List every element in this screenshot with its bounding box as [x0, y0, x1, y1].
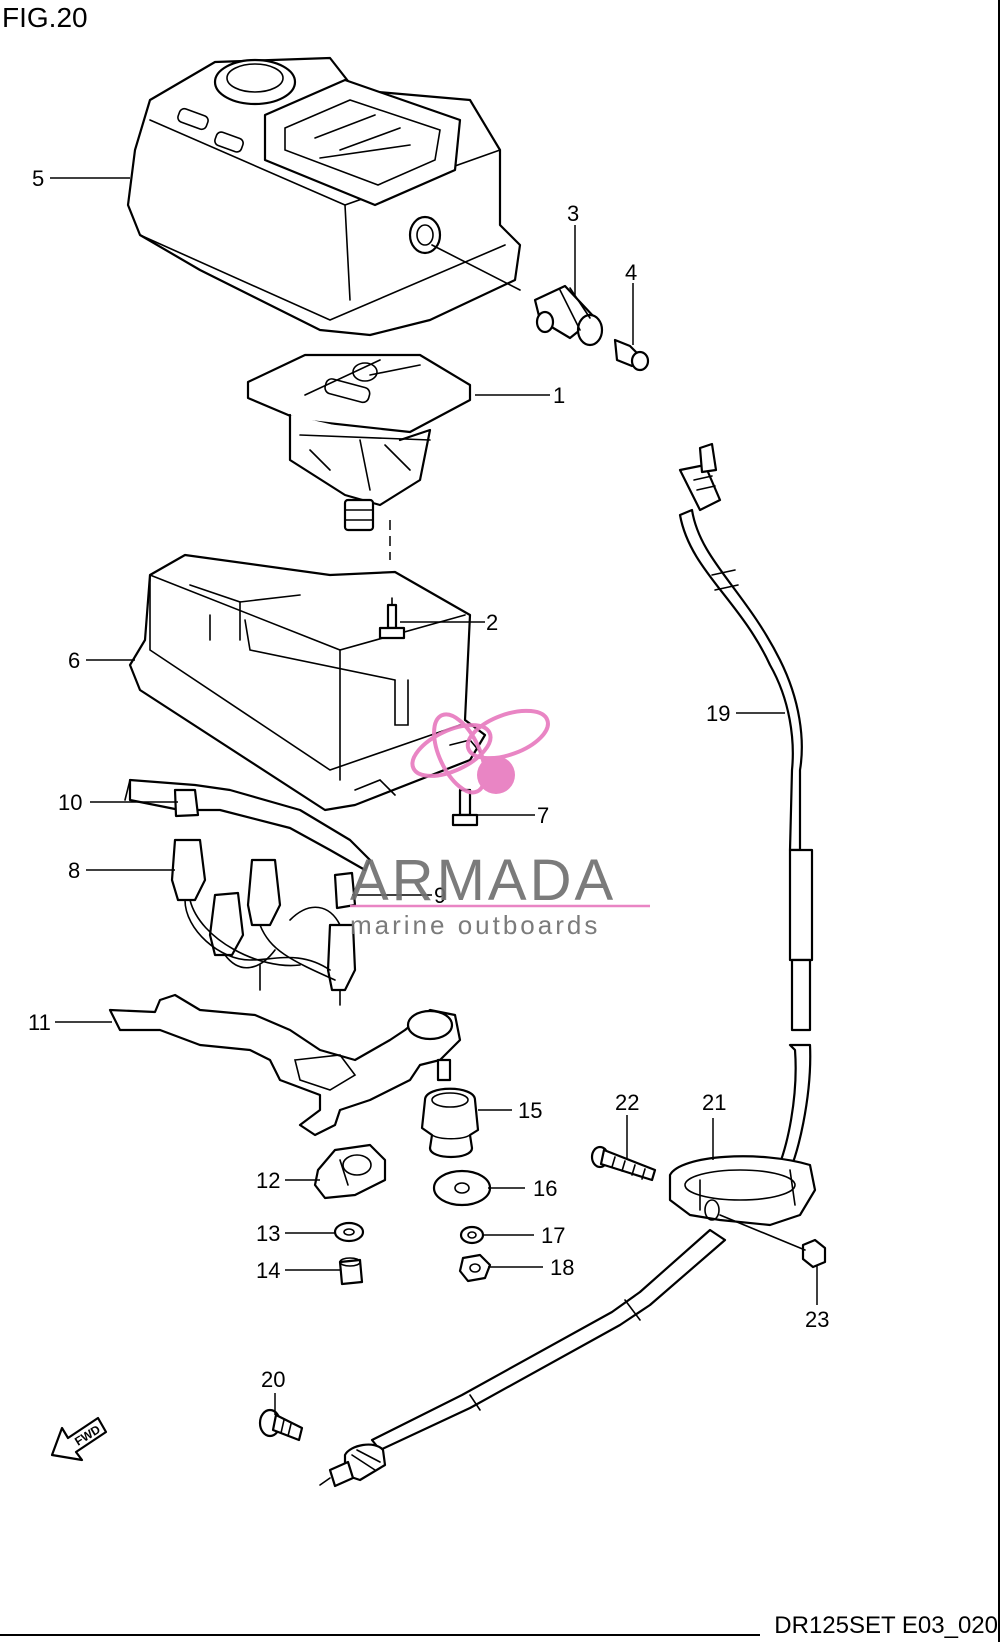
- part-11-meter-bracket[interactable]: [108, 964, 462, 1137]
- callout-22[interactable]: 22: [615, 1090, 639, 1115]
- frame-border-bottom: [0, 1634, 760, 1636]
- part-19-speedometer-cable-lower[interactable]: [319, 1228, 727, 1488]
- part-16-washer[interactable]: [432, 1169, 492, 1207]
- callout-4[interactable]: 4: [625, 260, 637, 285]
- callout-3[interactable]: 3: [567, 201, 579, 226]
- callout-12[interactable]: 12: [256, 1168, 280, 1193]
- callout-2[interactable]: 2: [486, 610, 498, 635]
- part-10-wire-harness[interactable]: [124, 778, 372, 910]
- callout-labels: 5 3 4 1 2 6 7 10 8 9 11 15 16 17 18 12 1…: [28, 166, 829, 1392]
- callout-9[interactable]: 9: [434, 883, 446, 908]
- callout-17[interactable]: 17: [541, 1223, 565, 1248]
- part-20-screw[interactable]: [258, 1408, 304, 1442]
- callout-11[interactable]: 11: [28, 1010, 51, 1035]
- callout-6[interactable]: 6: [68, 648, 80, 673]
- callout-15[interactable]: 15: [518, 1098, 542, 1123]
- drawing-code: DR125SET E03_020: [774, 1612, 998, 1639]
- callout-8[interactable]: 8: [68, 858, 80, 883]
- part-7-screw[interactable]: [451, 788, 479, 827]
- callout-18[interactable]: 18: [550, 1255, 574, 1280]
- propeller-logo: [410, 708, 550, 795]
- frame-border-right: [998, 0, 1000, 1642]
- callout-10[interactable]: 10: [58, 790, 82, 815]
- part-22-bolt[interactable]: [590, 1145, 657, 1182]
- watermark: ARMADA marine outboards: [350, 708, 650, 940]
- callout-20[interactable]: 20: [261, 1367, 285, 1392]
- callout-21[interactable]: 21: [702, 1090, 726, 1115]
- callout-5[interactable]: 5: [32, 166, 44, 191]
- fwd-arrow-icon: FWD: [50, 1416, 108, 1462]
- callout-13[interactable]: 13: [256, 1221, 280, 1246]
- part-23-nut[interactable]: [719, 1214, 827, 1269]
- callout-16[interactable]: 16: [533, 1176, 557, 1201]
- part-5-meter-case-upper[interactable]: [126, 56, 522, 337]
- part-13-washer[interactable]: [333, 1221, 365, 1243]
- part-6-meter-case-lower[interactable]: [128, 553, 487, 812]
- callout-23[interactable]: 23: [805, 1307, 829, 1332]
- part-14-nut[interactable]: [338, 1257, 364, 1286]
- part-15-damper[interactable]: [420, 1087, 480, 1158]
- callout-14[interactable]: 14: [256, 1258, 280, 1283]
- part-21-cable-clamp[interactable]: [668, 1155, 817, 1227]
- part-19-speedometer-cable[interactable]: [678, 442, 814, 1192]
- part-17-washer[interactable]: [459, 1225, 485, 1245]
- leader-lines: [50, 177, 818, 1415]
- part-4-screw[interactable]: [613, 338, 650, 372]
- part-8-bulb-sockets[interactable]: [170, 838, 357, 1006]
- callout-19[interactable]: 19: [706, 701, 730, 726]
- part-12-cushion[interactable]: [313, 1143, 387, 1200]
- watermark-brand: ARMADA: [350, 848, 616, 913]
- part-18-nut[interactable]: [458, 1253, 492, 1283]
- watermark-tagline: marine outboards: [350, 910, 600, 940]
- callout-7[interactable]: 7: [537, 803, 549, 828]
- part-2-screw[interactable]: [378, 597, 406, 640]
- part-1-meter-assembly[interactable]: [246, 353, 472, 560]
- callout-1[interactable]: 1: [553, 383, 565, 408]
- part-3-bulb-socket[interactable]: [533, 284, 604, 347]
- figure-title: FIG.20: [2, 2, 88, 33]
